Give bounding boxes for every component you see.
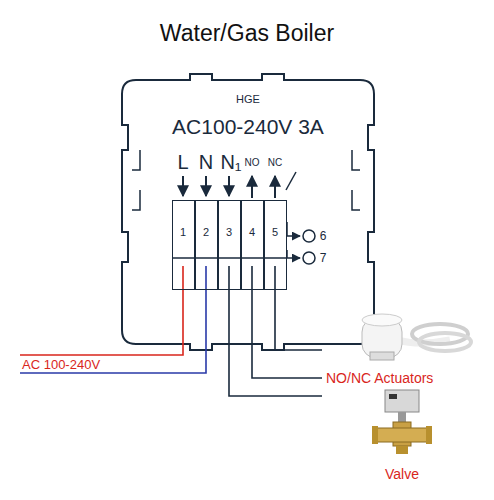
neutral-wire — [20, 266, 206, 373]
terminal-arrows — [183, 176, 275, 198]
vent-slots — [132, 150, 360, 210]
contact-number: 6 — [320, 230, 327, 242]
terminal-number: 2 — [203, 227, 209, 238]
valve-label: Valve — [385, 467, 419, 481]
terminal-number: 3 — [226, 227, 232, 238]
supply-label: AC 100-240V — [22, 358, 100, 371]
terminal-label: NO — [245, 158, 260, 168]
rating-text: AC100-240V 3A — [172, 116, 324, 137]
terminal-label: N — [199, 152, 213, 172]
thermostat-housing: HGE AC100-240V 3A 1 2 3 4 5 — [122, 74, 374, 350]
live-wire — [20, 266, 183, 355]
terminal-block: 5 — [264, 200, 287, 290]
relay-switch — [286, 172, 315, 264]
housing-outline — [122, 74, 374, 350]
diagram-title: Water/Gas Boiler — [160, 22, 334, 45]
valve-illustration — [372, 390, 432, 454]
terminal-block: 1 — [172, 200, 195, 290]
terminal-block: 4 — [241, 200, 264, 290]
terminal-block: 2 — [195, 200, 218, 290]
terminal-number: 5 — [272, 227, 278, 238]
brand-name: HGE — [236, 94, 260, 105]
terminal-label: NC — [268, 158, 282, 168]
actuator-illustration — [362, 314, 471, 360]
contact-number: 7 — [320, 252, 327, 264]
terminal-label: N₁ — [220, 152, 241, 172]
output-wires — [229, 266, 322, 396]
actuator-label: NO/NC Actuators — [324, 370, 435, 386]
terminal-block: 3 — [218, 200, 241, 290]
terminal-number: 1 — [180, 227, 186, 238]
strip-divider — [172, 257, 287, 259]
terminal-label: L — [177, 152, 188, 172]
terminal-number: 4 — [249, 227, 255, 238]
